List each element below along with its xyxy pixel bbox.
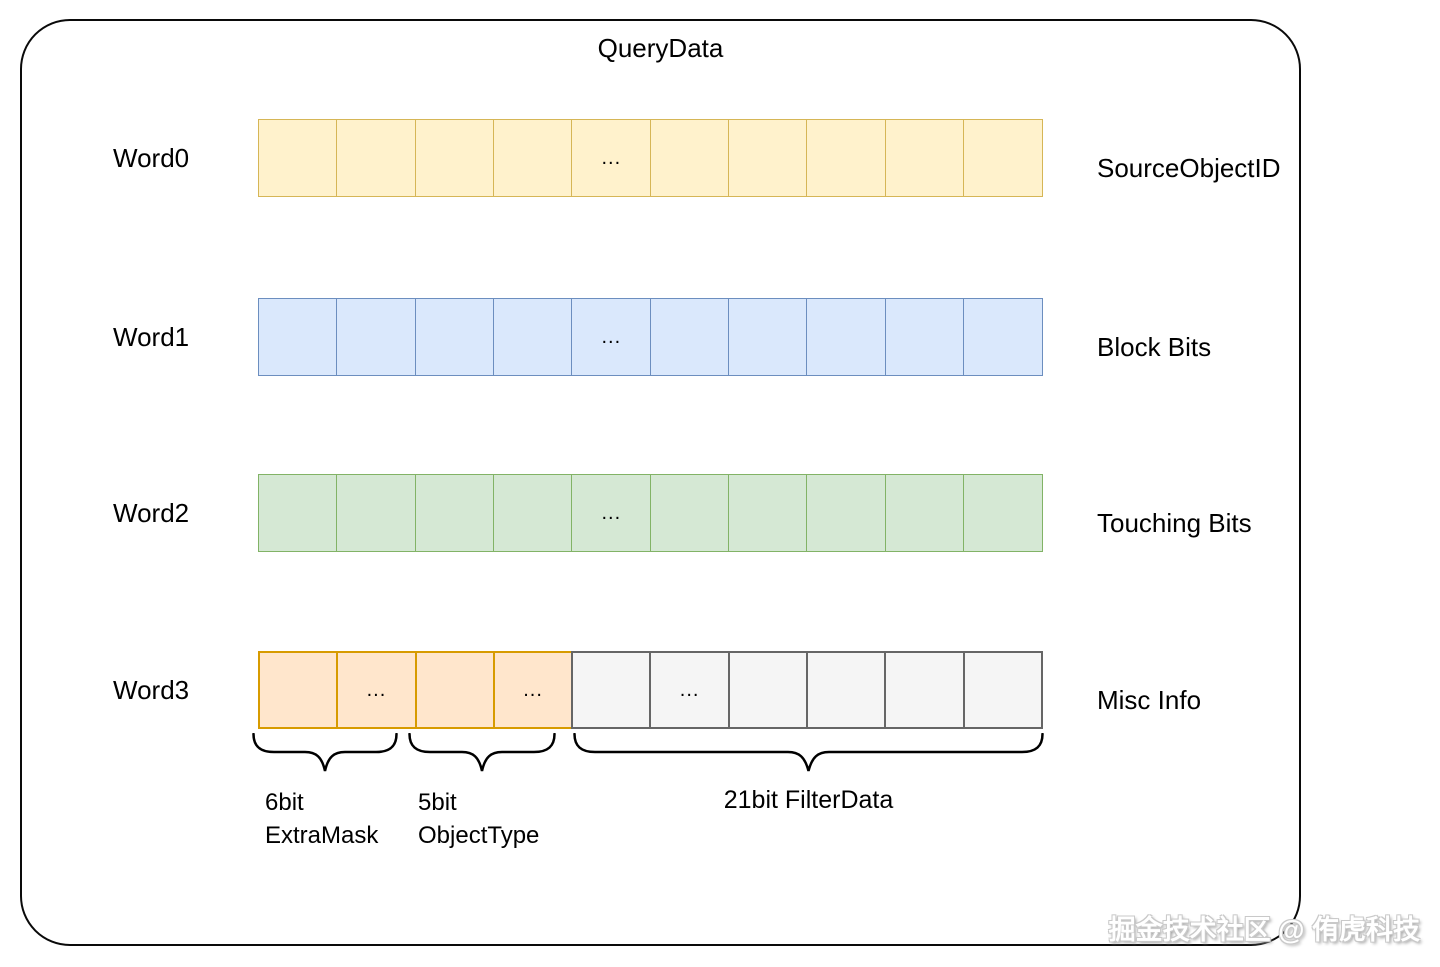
bit-cell: [806, 298, 887, 376]
bit-cell: [336, 298, 417, 376]
bit-cell: [336, 119, 417, 197]
bit-cell-filterdata: [962, 651, 1043, 729]
word3-bit-cells: ... ... ...: [258, 651, 1043, 729]
word0-label: Word0: [113, 143, 190, 173]
bit-cell-ellipsis: ...: [571, 119, 652, 197]
objecttype-name-line: ObjectType: [418, 822, 540, 849]
bit-cell: [493, 119, 573, 197]
bit-cell-ellipsis: ...: [571, 474, 652, 552]
word2-bit-cells: ...: [258, 474, 1043, 552]
extramask-brace: [252, 733, 398, 772]
bit-cell-objecttype: [414, 651, 495, 729]
word3-label: Word3: [113, 675, 190, 705]
bit-cell-filterdata: [884, 651, 965, 729]
watermark-text: 掘金技术社区 @ 侑虎科技: [1108, 915, 1420, 945]
word0-bit-cells: ...: [258, 119, 1043, 197]
word1-meaning-label: Block Bits: [1097, 332, 1212, 362]
bit-cell: [414, 298, 495, 376]
objecttype-brace: [408, 733, 556, 772]
bit-cell-objecttype-ellipsis: ...: [492, 651, 574, 729]
word1-row: Word1 ... Block Bits: [0, 298, 1440, 376]
bit-cell: [414, 474, 495, 552]
bit-cell-filterdata: [571, 651, 652, 729]
bit-cell: [963, 474, 1043, 552]
bit-cell: [728, 119, 808, 197]
bit-cell-filterdata: [727, 651, 809, 729]
word2-row: Word2 ... Touching Bits: [0, 474, 1440, 552]
word3-meaning-label: Misc Info: [1097, 685, 1202, 715]
bit-cell: [414, 119, 495, 197]
word2-meaning-label: Touching Bits: [1097, 508, 1252, 538]
extramask-name-line: ExtraMask: [265, 822, 379, 849]
word0-row: Word0 ... SourceObjectID: [0, 119, 1440, 197]
word1-bit-cells: ...: [258, 298, 1043, 376]
bit-cell: [649, 298, 730, 376]
bit-cell: [649, 474, 730, 552]
objecttype-brace-label: 5bit ObjectType: [418, 786, 539, 852]
extramask-bits-line: 6bit: [265, 789, 304, 816]
bit-cell: [728, 474, 808, 552]
filterdata-brace-label: 21bit FilterData: [573, 784, 1044, 817]
bit-cell: [258, 474, 338, 552]
bit-cell: [806, 474, 887, 552]
bit-cell-extramask: [258, 651, 339, 729]
word3-row: Word3 ... ... ... Misc Info: [0, 651, 1440, 729]
objecttype-bits-line: 5bit: [418, 789, 457, 816]
bit-cell: [884, 119, 965, 197]
bit-cell: [649, 119, 730, 197]
filterdata-label-text: 21bit FilterData: [723, 786, 894, 814]
word0-meaning-label: SourceObjectID: [1097, 153, 1281, 183]
bit-cell: [728, 298, 808, 376]
bit-cell: [493, 298, 573, 376]
bit-cell-filterdata-ellipsis: ...: [649, 651, 730, 729]
bit-cell: [963, 298, 1043, 376]
bit-cell-filterdata: [806, 651, 887, 729]
diagram-title: QueryData: [597, 33, 724, 63]
bit-cell: [336, 474, 417, 552]
bit-cell: [884, 298, 965, 376]
word1-label: Word1: [113, 322, 190, 352]
bit-cell-ellipsis: ...: [571, 298, 652, 376]
bit-cell: [258, 119, 338, 197]
outer-rounded-frame: [20, 19, 1301, 946]
word2-label: Word2: [113, 498, 190, 528]
bit-cell-extramask-ellipsis: ...: [336, 651, 417, 729]
bit-cell: [493, 474, 573, 552]
extramask-brace-label: 6bit ExtraMask: [265, 786, 378, 852]
filterdata-brace: [573, 733, 1044, 772]
bit-cell: [258, 298, 338, 376]
bit-cell: [806, 119, 887, 197]
bit-cell: [884, 474, 965, 552]
bit-cell: [963, 119, 1043, 197]
